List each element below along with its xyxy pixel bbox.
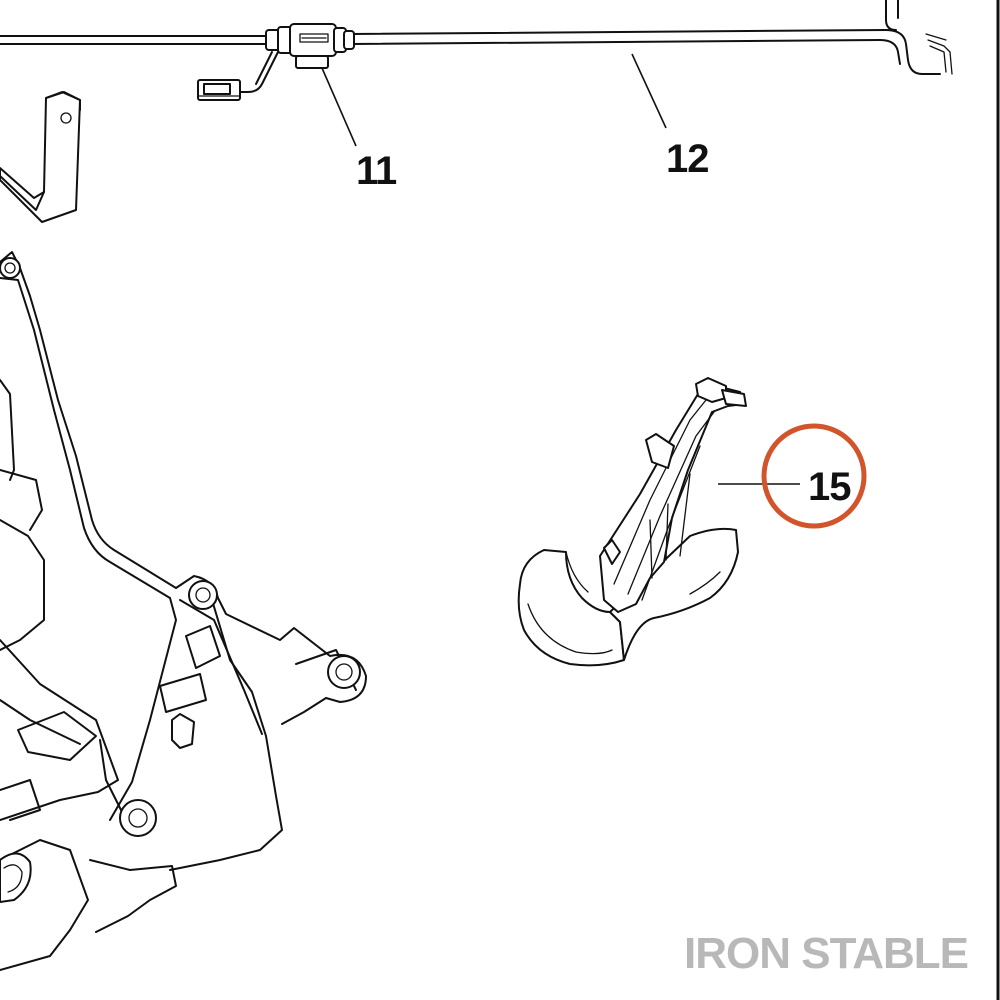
leader-line-12 (631, 53, 667, 129)
highlight-circle (761, 423, 867, 529)
mounting-bracket (0, 91, 81, 223)
connector-assembly (197, 23, 355, 101)
watermark: IRON STABLE (684, 929, 968, 978)
wire-harness (0, 0, 953, 75)
main-tray (0, 251, 367, 971)
cable-clip-part (517, 377, 747, 667)
callout-12: 12 (666, 137, 709, 181)
leader-line-11 (321, 67, 357, 147)
callout-15: 15 (808, 465, 851, 509)
callout-11: 11 (356, 149, 397, 193)
